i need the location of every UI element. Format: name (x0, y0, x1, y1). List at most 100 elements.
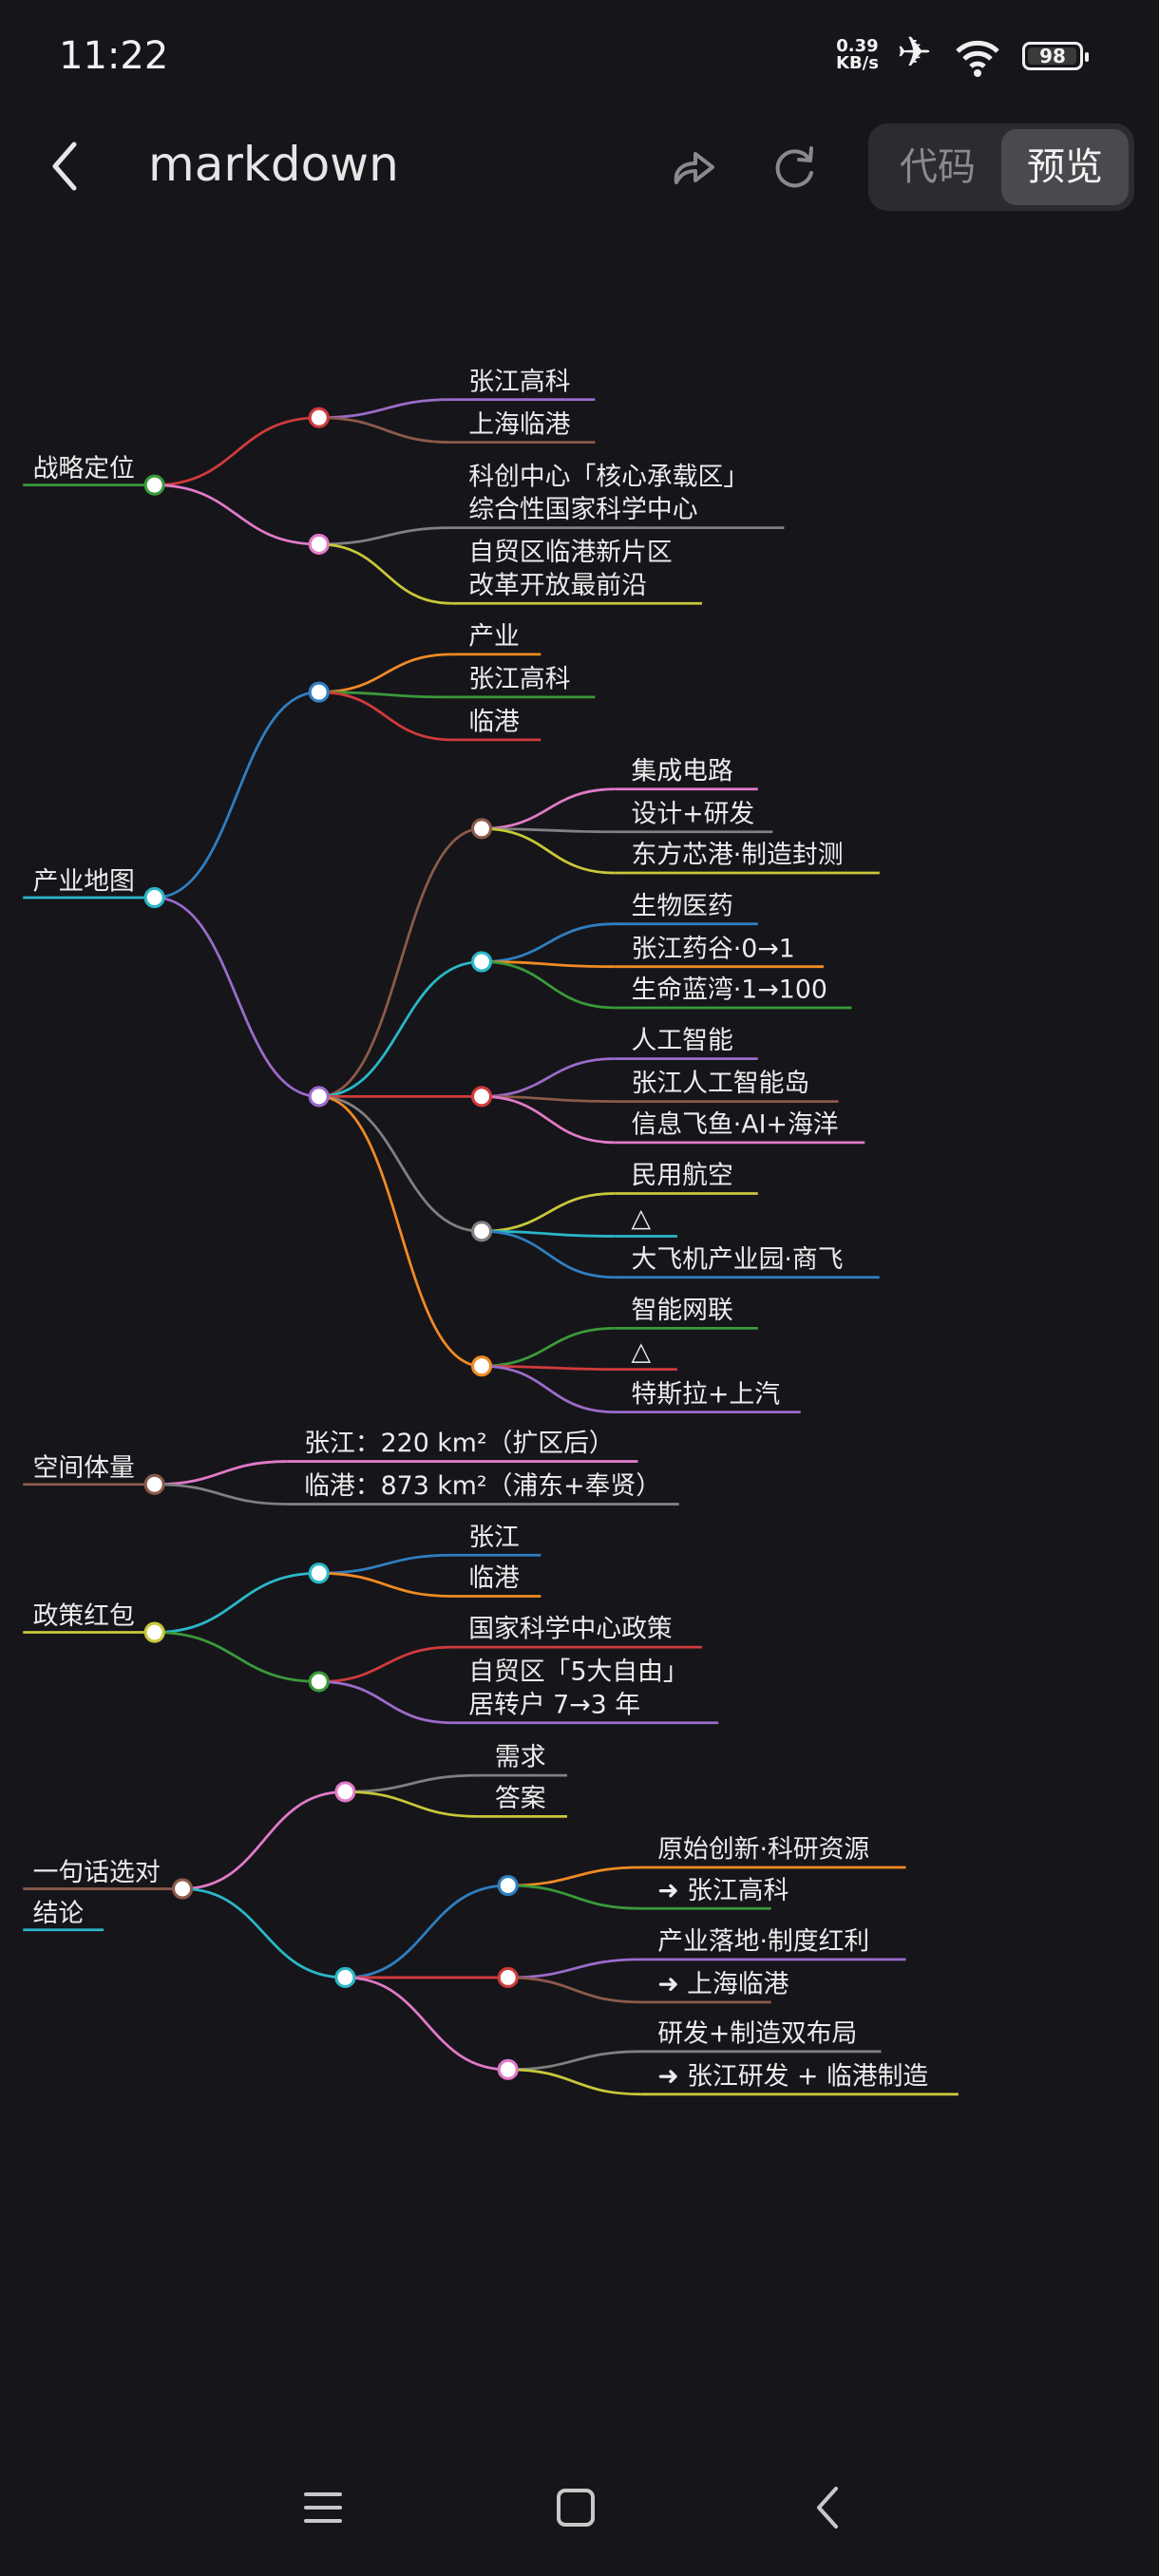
root-label: 结论 (33, 1899, 85, 1928)
leaf-label: 自贸区临港新片区 (468, 538, 673, 567)
battery-fill (1028, 47, 1076, 65)
share-icon[interactable] (665, 139, 722, 196)
leaf-label: 东方芯港·制造封测 (632, 841, 844, 870)
branch-edge (318, 1095, 483, 1233)
leaf-label: 临港 (468, 707, 520, 736)
leaf-label: 居转户 7→3 年 (468, 1690, 640, 1719)
home-icon[interactable] (547, 2479, 604, 2536)
leaf-edge (482, 960, 616, 969)
leaf-label: 原始创新·科研资源 (657, 1835, 869, 1865)
mindmap-nodes (143, 407, 519, 2080)
leaf-edge (507, 1866, 641, 1887)
node-toggle-circle[interactable] (143, 1621, 165, 1643)
node-toggle-circle[interactable] (308, 1086, 330, 1108)
tab-preview[interactable]: 预览 (1001, 129, 1129, 205)
airplane-mode-icon: ✈ (897, 28, 932, 77)
leaf-label: ➜ 上海临港 (657, 1970, 788, 1999)
node-toggle-circle[interactable] (470, 951, 493, 973)
leaf-label: 临港 (468, 1563, 520, 1593)
branch-edge (318, 826, 483, 1098)
node-toggle-circle[interactable] (172, 1878, 194, 1900)
leaf-edge (482, 1229, 616, 1279)
leaf-label: △ (632, 1203, 652, 1233)
node-toggle-circle[interactable] (497, 1966, 519, 1989)
leaf-label: 科创中心「核心承载区」 (468, 463, 749, 492)
refresh-icon[interactable] (766, 139, 823, 196)
leaf-edge (507, 1958, 641, 1979)
navigation-bar (0, 2441, 1159, 2574)
tab-code[interactable]: 代码 (900, 145, 976, 189)
network-speed-value: 0.39 (836, 36, 879, 56)
branch-edge (318, 960, 483, 1098)
node-toggle-circle[interactable] (334, 1966, 356, 1989)
node-toggle-circle[interactable] (470, 1086, 493, 1108)
leaf-edge (318, 1680, 452, 1725)
leaf-label: 生物医药 (632, 891, 733, 920)
status-bar: 11:22 0.39 KB/s ✈ 98 (0, 0, 1159, 104)
branch-edge (182, 1790, 346, 1890)
mindmap-labels: 战略定位张江高科上海临港科创中心「核心承载区」综合性国家科学中心自贸区临港新片区… (33, 367, 929, 2091)
leaf-label: 答案 (495, 1784, 546, 1813)
root-label: 战略定位 (33, 454, 135, 483)
leaf-label: 张江：220 km²（扩区后） (304, 1429, 615, 1458)
node-toggle-circle[interactable] (470, 818, 493, 840)
branch-edge (182, 1887, 346, 1979)
leaf-edge (318, 691, 452, 742)
leaf-edge (482, 787, 616, 830)
branch-edge (154, 1571, 319, 1634)
battery-level: 98 (1039, 45, 1066, 67)
leaf-label: 改革开放最前沿 (468, 571, 647, 600)
node-toggle-circle[interactable] (334, 1781, 356, 1803)
leaf-edge (482, 1095, 616, 1145)
leaf-label: 综合性国家科学中心 (468, 495, 697, 524)
leaf-edge (507, 1884, 641, 1910)
app-header: markdown 代码 预览 (0, 114, 1159, 218)
leaf-edge (345, 1773, 479, 1793)
leaf-edge (482, 1057, 616, 1098)
leaf-label: 研发+制造双布局 (657, 2018, 857, 2048)
branch-edge (154, 483, 319, 546)
node-toggle-circle[interactable] (497, 2058, 519, 2080)
leaf-label: 人工智能 (632, 1026, 733, 1055)
menu-icon[interactable] (294, 2479, 352, 2536)
branch-edge (154, 896, 319, 1098)
leaf-edge (507, 1976, 641, 2004)
leaf-label: 张江人工智能岛 (632, 1069, 810, 1098)
mindmap-underlines (23, 398, 959, 2096)
branch-edge (345, 1976, 508, 2072)
node-toggle-circle[interactable] (497, 1874, 519, 1897)
leaf-label: 信息飞鱼·AI+海洋 (632, 1109, 839, 1139)
leaf-label: ➜ 张江高科 (657, 1876, 788, 1905)
leaf-label: 张江高科 (468, 665, 570, 694)
leaf-edge (318, 1553, 452, 1575)
node-toggle-circle[interactable] (308, 407, 330, 428)
leaf-edge (507, 2068, 641, 2096)
node-toggle-circle[interactable] (470, 1221, 493, 1242)
branch-edge (154, 691, 319, 900)
node-toggle-circle[interactable] (308, 533, 330, 556)
back-icon[interactable] (800, 2479, 857, 2536)
leaf-edge (154, 1460, 288, 1487)
node-toggle-circle[interactable] (143, 474, 165, 496)
node-toggle-circle[interactable] (308, 681, 330, 703)
root-label: 空间体量 (33, 1453, 135, 1483)
node-toggle-circle[interactable] (308, 1563, 330, 1584)
leaf-edge (482, 960, 616, 1010)
leaf-label: 生命蓝湾·1→100 (632, 975, 827, 1005)
leaf-label: 国家科学中心政策 (468, 1615, 673, 1644)
leaf-edge (482, 922, 616, 963)
node-toggle-circle[interactable] (143, 886, 165, 909)
node-toggle-circle[interactable] (470, 1355, 493, 1377)
chevron-left-icon[interactable] (38, 133, 95, 199)
node-toggle-circle[interactable] (143, 1473, 165, 1495)
node-toggle-circle[interactable] (308, 1671, 330, 1693)
mindmap-edges (154, 398, 641, 2096)
leaf-edge (482, 1327, 616, 1368)
leaf-label: 上海临港 (468, 409, 570, 439)
status-time: 11:22 (59, 34, 169, 78)
view-mode-toggle: 代码 预览 (868, 123, 1134, 211)
leaf-label: 张江高科 (468, 367, 570, 396)
branch-edge (345, 1884, 508, 1979)
leaf-label: 临港：873 km²（浦东+奉贤） (304, 1471, 661, 1501)
